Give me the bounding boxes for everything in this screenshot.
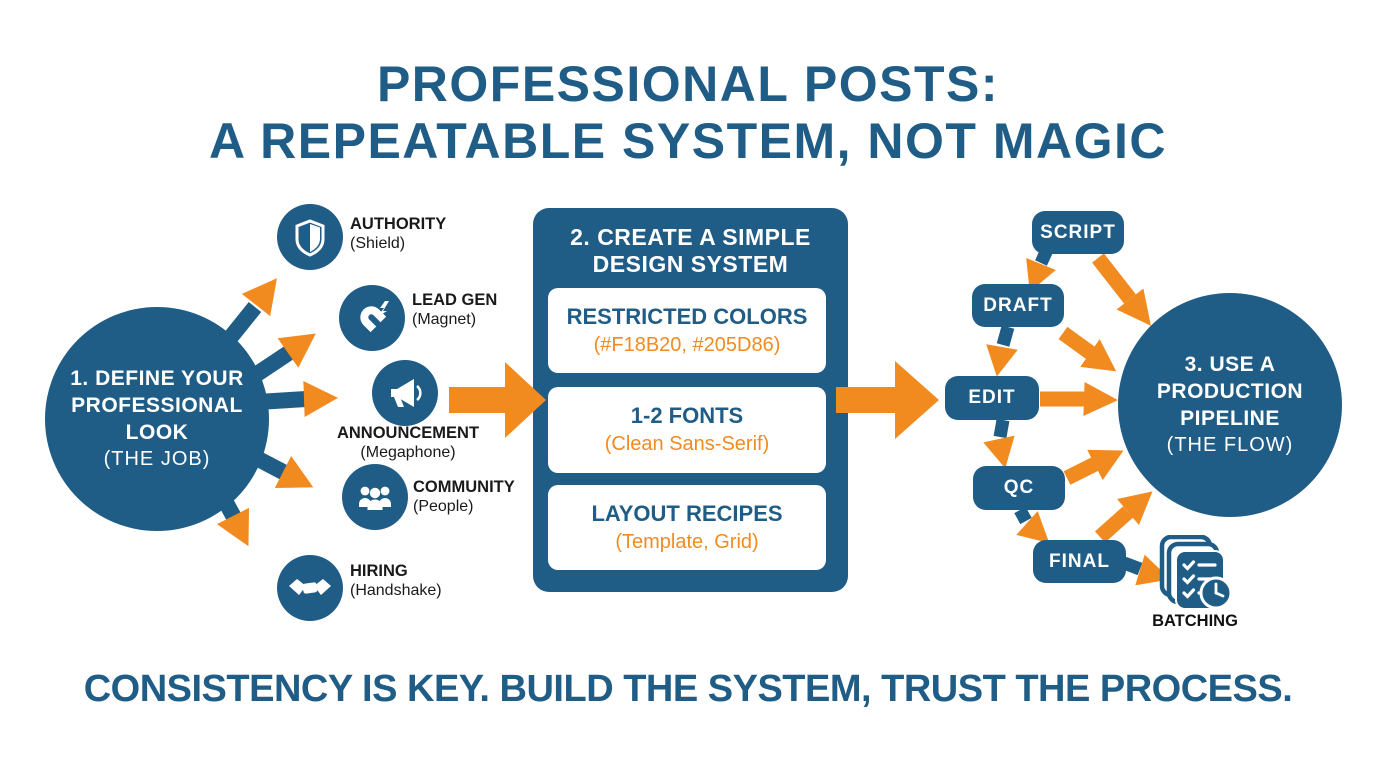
step2-title-line-2: DESIGN SYSTEM <box>592 251 789 277</box>
megaphone-icon <box>372 360 438 426</box>
pipeline-node-script: SCRIPT <box>1032 211 1124 254</box>
card-heading: LAYOUT RECIPES <box>591 500 783 526</box>
title-line-2: A REPEATABLE SYSTEM, NOT MAGIC <box>209 113 1167 169</box>
step3-circle: 3. USE A PRODUCTION PIPELINE (THE FLOW) <box>1118 293 1342 517</box>
arrow-to-pipeline <box>836 361 939 439</box>
handshake-icon <box>277 555 343 621</box>
magnet-icon <box>339 285 405 351</box>
card-restricted-colors: RESTRICTED COLORS (#F18B20, #205D86) <box>548 288 826 373</box>
node-label: SCRIPT <box>1040 221 1116 243</box>
pipeline-node-edit: EDIT <box>945 376 1039 420</box>
step1-subtitle: (THE JOB) <box>103 448 211 470</box>
post-type-sub: (Shield) <box>350 235 406 252</box>
post-type-community: COMMUNITY (People) <box>413 478 515 516</box>
step1-title-line: PROFESSIONAL <box>71 394 243 417</box>
pipeline-node-final: FINAL <box>1033 540 1126 583</box>
card-detail: (Clean Sans-Serif) <box>604 433 770 455</box>
page-title: PROFESSIONAL POSTS: A REPEATABLE SYSTEM,… <box>0 56 1376 170</box>
batching-icon <box>1156 534 1238 620</box>
post-type-sub: (Megaphone) <box>360 444 456 461</box>
post-type-leadgen: LEAD GEN (Magnet) <box>412 291 497 329</box>
post-type-sub: (Magnet) <box>412 311 477 328</box>
pipeline-node-qc: QC <box>973 466 1065 510</box>
step1-title-line: LOOK <box>125 421 189 444</box>
card-detail: (Template, Grid) <box>615 530 759 553</box>
post-type-sub: (Handshake) <box>350 582 442 599</box>
node-label: QC <box>1003 477 1035 498</box>
post-type-announcement: ANNOUNCEMENT (Megaphone) <box>323 424 493 462</box>
title-line-1: PROFESSIONAL POSTS: <box>376 56 1000 112</box>
step3-subtitle: (THE FLOW) <box>1166 434 1294 456</box>
step3-title-line: PRODUCTION <box>1156 380 1304 403</box>
card-heading: 1-2 FONTS <box>630 403 744 428</box>
shield-icon <box>277 204 343 270</box>
footer-tagline: CONSISTENCY IS KEY. BUILD THE SYSTEM, TR… <box>83 668 1293 710</box>
step1-title-line: 1. DEFINE YOUR <box>70 367 244 390</box>
batching-label: BATCHING <box>1152 612 1238 630</box>
node-label: EDIT <box>968 387 1016 408</box>
step2-title: 2. CREATE A SIMPLE DESIGN SYSTEM <box>533 224 848 278</box>
pipeline-node-draft: DRAFT <box>972 284 1064 327</box>
card-heading: RESTRICTED COLORS <box>566 303 808 329</box>
post-type-label: COMMUNITY <box>413 478 515 496</box>
node-label: FINAL <box>1049 550 1110 572</box>
post-type-label: ANNOUNCEMENT <box>336 424 480 442</box>
people-icon <box>342 464 408 530</box>
step2-title-line-1: 2. CREATE A SIMPLE <box>570 224 811 250</box>
post-type-label: AUTHORITY <box>350 215 447 233</box>
node-label: DRAFT <box>983 294 1053 316</box>
card-layout-recipes: LAYOUT RECIPES (Template, Grid) <box>548 485 826 570</box>
card-detail: (#F18B20, #205D86) <box>593 333 781 356</box>
post-type-label: LEAD GEN <box>412 291 498 309</box>
post-type-authority: AUTHORITY (Shield) <box>350 215 446 253</box>
step1-circle: 1. DEFINE YOUR PROFESSIONAL LOOK (THE JO… <box>45 307 269 531</box>
card-fonts: 1-2 FONTS (Clean Sans-Serif) <box>548 387 826 473</box>
step2-design-system-box: 2. CREATE A SIMPLE DESIGN SYSTEM RESTRIC… <box>533 208 848 592</box>
step3-title-line: 3. USE A <box>1184 353 1276 376</box>
step3-title-line: PIPELINE <box>1180 407 1280 430</box>
post-type-hiring: HIRING (Handshake) <box>350 562 442 600</box>
post-type-label: HIRING <box>350 562 408 580</box>
post-type-sub: (People) <box>413 498 474 515</box>
